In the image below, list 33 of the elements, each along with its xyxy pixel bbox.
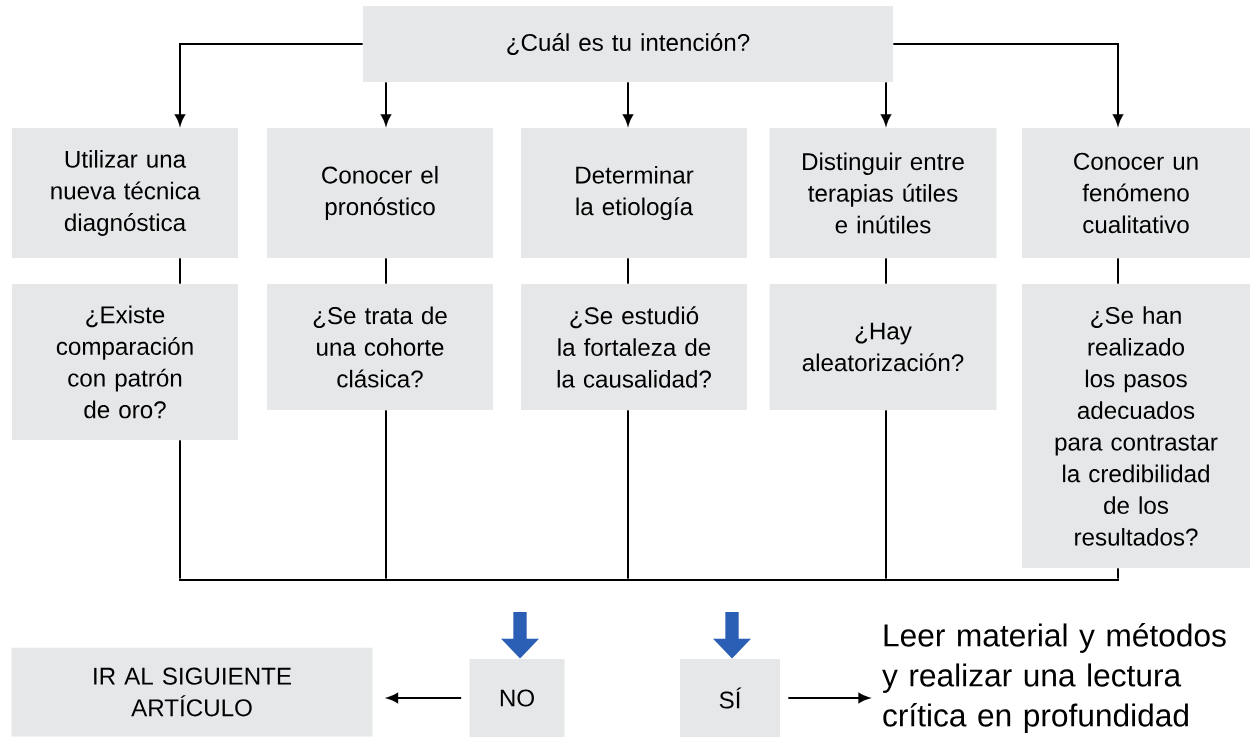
arrow xyxy=(881,81,891,126)
process-box: ¿Se han realizado los pasos adecuados para contrastar la credibilidad de los resultados? xyxy=(1022,284,1250,568)
process-box: ¿Se estudió la fortaleza de la causalidad? xyxy=(521,284,747,410)
answer-box: NO xyxy=(469,659,565,737)
arrow xyxy=(787,693,870,703)
process-box: Distinguir entre terapias útiles e inútiles xyxy=(769,128,997,258)
process-box: Conocer el pronóstico xyxy=(267,128,493,258)
process-box: Conocer un fenómeno cualitativo xyxy=(1022,128,1250,258)
instruction-text: Leer material y métodos y realizar una lectura crítica en profundidad xyxy=(882,623,1226,733)
answer-box: IR AL SIGUIENTE ARTÍCULO xyxy=(11,647,373,737)
process-box: ¿Hay aleatorización? xyxy=(769,284,997,410)
arrow xyxy=(381,81,391,126)
process-box: ¿Cuál es tu intención? xyxy=(363,6,893,82)
connector-line xyxy=(385,257,387,285)
connector-line xyxy=(627,409,629,580)
process-box: Determinar la etiología xyxy=(521,128,747,258)
connector-line xyxy=(627,257,629,285)
connector-line xyxy=(179,439,181,580)
connector-line xyxy=(885,409,887,580)
arrow xyxy=(892,43,1123,126)
arrow xyxy=(387,693,463,703)
connector-line xyxy=(1117,567,1119,580)
arrow xyxy=(175,43,364,126)
process-box: ¿Existe comparación con patrón de oro? xyxy=(12,284,238,440)
bus-line xyxy=(179,579,1119,581)
arrow xyxy=(623,81,633,126)
process-box: Utilizar una nueva técnica diagnóstica xyxy=(12,128,238,258)
connector-line xyxy=(385,409,387,580)
answer-box: SÍ xyxy=(680,659,780,737)
connector-line xyxy=(179,257,181,285)
connector-line xyxy=(885,257,887,285)
connector-line xyxy=(1117,257,1119,285)
process-box: ¿Se trata de una cohorte clásica? xyxy=(267,284,493,410)
